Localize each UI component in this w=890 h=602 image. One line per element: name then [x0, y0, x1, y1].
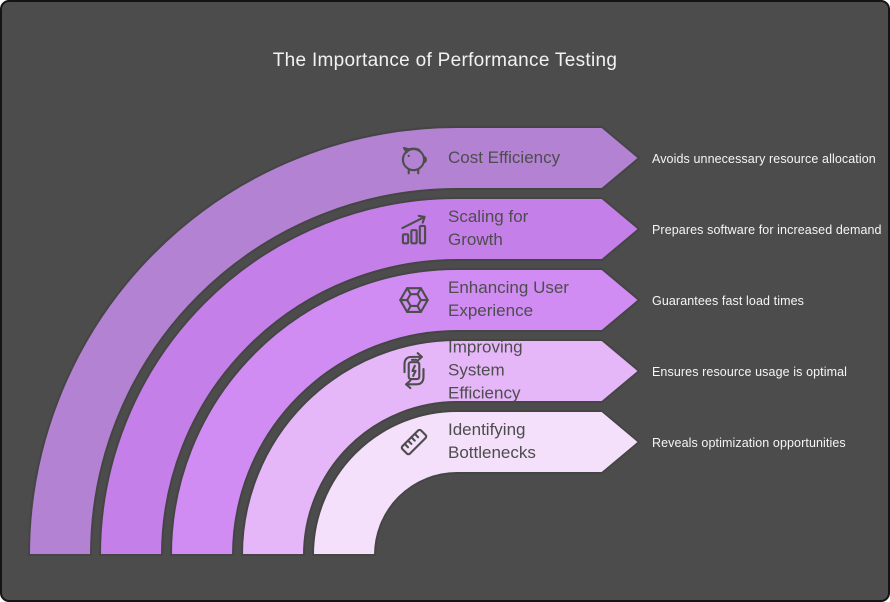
band-title: Enhancing User Experience — [448, 278, 569, 320]
band-title: Identifying Bottlenecks — [448, 420, 536, 462]
band-description-scaling-for-growth: Prepares software for increased demand — [652, 223, 882, 237]
band-description-improving-system-efficiency: Ensures resource usage is optimal — [652, 365, 848, 379]
band-title: Scaling for Growth — [448, 207, 529, 249]
band-title: Improving System Efficiency — [448, 337, 523, 403]
band-arc-scaling-for-growth — [99, 197, 640, 556]
band-arc-cost-efficiency — [28, 126, 640, 556]
band-label-identifying-bottlenecks: Identifying Bottlenecks — [395, 419, 606, 465]
page-title: The Importance of Performance Testing — [272, 50, 618, 71]
band-label-scaling-for-growth: Scaling for Growth — [395, 206, 606, 252]
band-label-improving-system-efficiency: Improving System Efficiency — [395, 337, 606, 406]
band-title: Cost Efficiency — [448, 147, 561, 167]
battery-recycle-icon — [403, 352, 425, 390]
band-description-enhancing-user-experience: Guarantees fast load times — [652, 294, 804, 308]
hexagon-segments-icon — [399, 287, 429, 313]
piggy-bank-icon — [401, 146, 427, 175]
band-arc-identifying-bottlenecks — [312, 410, 640, 556]
band-arc-enhancing-user-experience — [170, 268, 640, 556]
band-arc-improving-system-efficiency — [241, 339, 640, 556]
ruler-icon — [400, 428, 428, 456]
band-description-identifying-bottlenecks: Reveals optimization opportunities — [652, 436, 846, 450]
band-label-cost-efficiency: Cost Efficiency — [395, 139, 606, 177]
band-description-cost-efficiency: Avoids unnecessary resource allocation — [652, 152, 876, 166]
growth-chart-icon — [401, 214, 427, 245]
band-label-enhancing-user-experience: Enhancing User Experience — [395, 277, 606, 323]
